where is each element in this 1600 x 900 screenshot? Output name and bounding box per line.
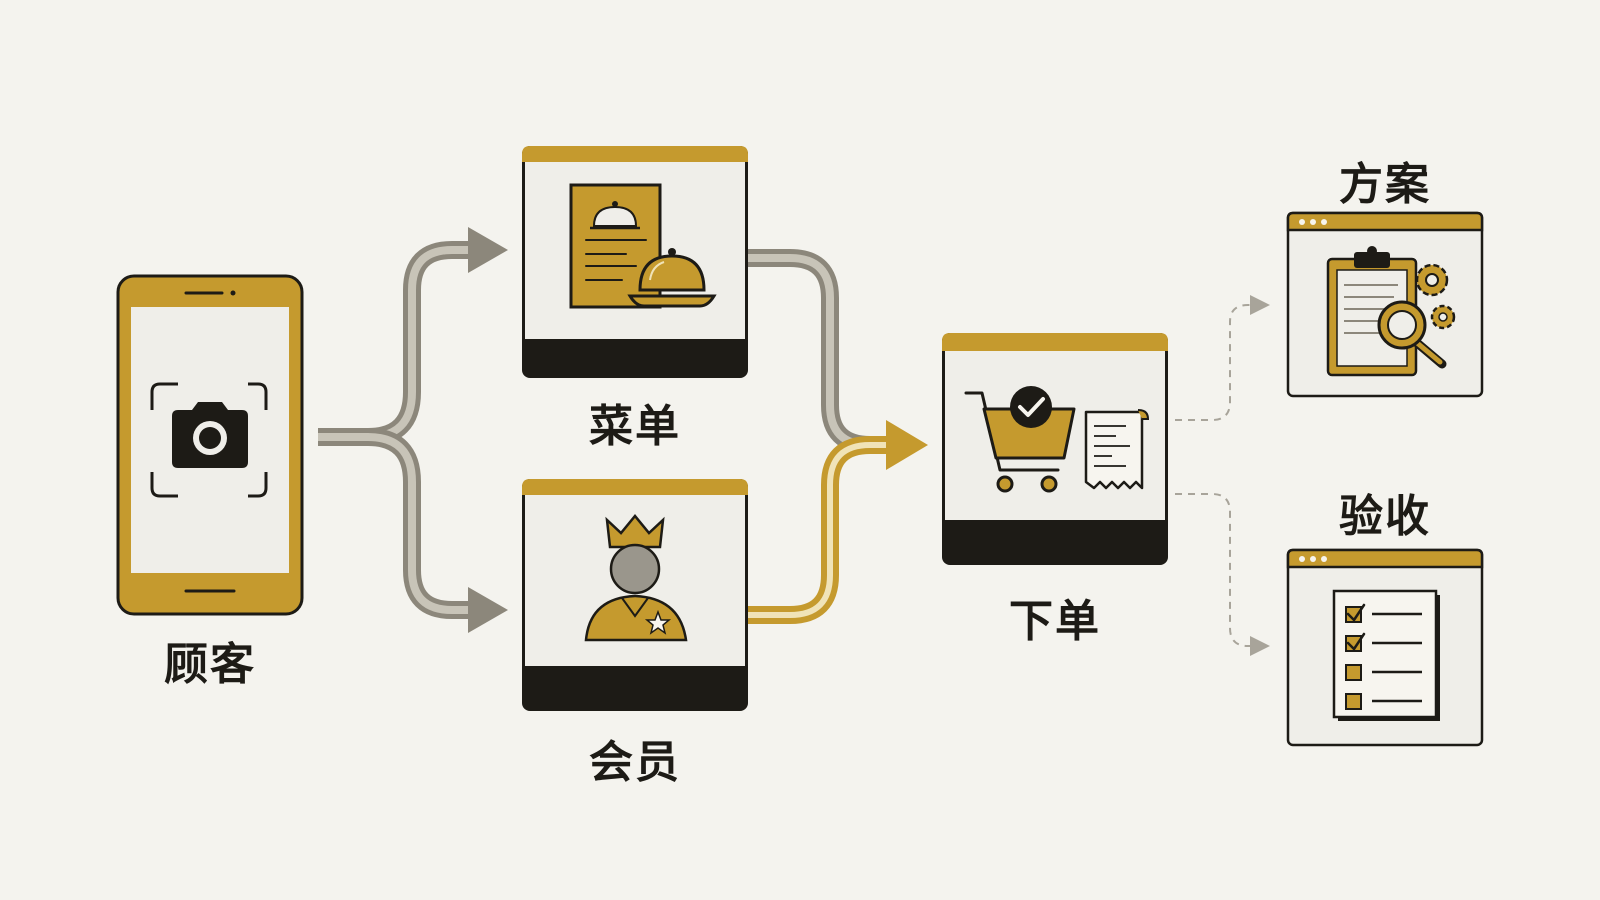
check-circle-icon [1010,386,1052,428]
menu-node [522,146,748,378]
plan-label: 方案 [1339,159,1431,210]
arrowhead-to-menu [468,227,508,273]
star-badge-icon [644,609,672,635]
camera-icon [172,402,248,468]
plan-node [1286,211,1484,398]
connector-customer-to-menu [318,227,508,448]
acceptance-label: 验收 [1339,491,1431,542]
menu-cloche-icon [569,183,717,309]
magnifier-icon [1377,300,1447,369]
gear-icon [1415,263,1456,330]
arrowhead-to-order [886,420,928,470]
arrowhead-to-member [468,587,508,633]
menu-label: 菜单 [589,401,681,452]
receipt-icon [1084,409,1150,490]
order-node [942,333,1168,565]
connector-menu-to-order [748,249,871,454]
crown-icon [605,514,665,549]
connector-order-to-plan [1175,295,1270,421]
member-node [522,479,748,711]
member-label: 会员 [589,737,681,788]
phone-camera-icon [150,382,268,498]
customer-node [116,274,304,616]
acceptance-node [1286,548,1484,747]
member-head [609,543,661,595]
customer-label: 顾客 [164,639,256,690]
connector-customer-to-member [318,428,508,633]
cart-receipt-icon [964,386,1150,493]
window-dots [1299,219,1327,225]
connector-member-to-order [748,420,928,624]
clipboard-gear-icon [1326,246,1456,377]
checklist-icon [1332,589,1440,721]
window-dots [1299,556,1327,562]
crowned-member-icon [584,514,688,642]
connector-order-to-acceptance [1175,493,1270,656]
order-label: 下单 [1009,596,1101,647]
cloche-icon [638,254,706,292]
cart-icon [964,391,1076,493]
